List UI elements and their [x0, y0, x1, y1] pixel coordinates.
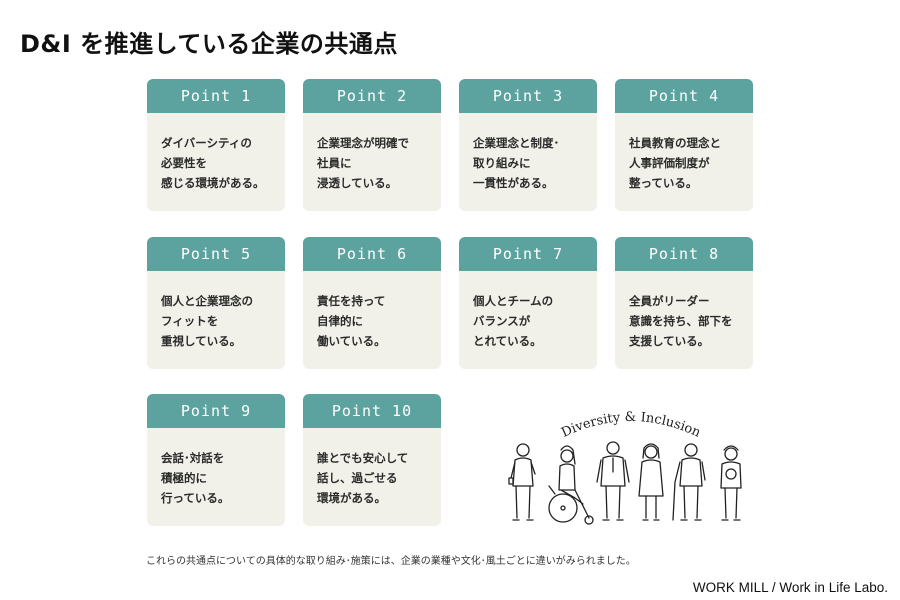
- point-card-label: Point 7: [459, 237, 597, 271]
- person-suit-icon: [596, 441, 630, 521]
- point-card-label: Point 5: [147, 237, 285, 271]
- point-card-7: Point 7 個人とチームの バランスが とれている。: [459, 237, 597, 369]
- point-card-2: Point 2 企業理念が明確で 社員に 浸透している。: [303, 79, 441, 211]
- point-card-text: 個人と企業理念の フィットを 重視している。: [161, 294, 253, 348]
- point-card-text: ダイバーシティの 必要性を 感じる環境がある。: [161, 136, 265, 190]
- person-elderly-cane-icon: [672, 443, 706, 521]
- point-card-text: 社員教育の理念と 人事評価制度が 整っている。: [629, 136, 721, 190]
- person-man-phone-icon: [508, 443, 536, 521]
- person-parent-baby-icon: [720, 445, 742, 521]
- point-card-text: 個人とチームの バランスが とれている。: [473, 294, 554, 348]
- diverse-people-illustration: [508, 441, 742, 525]
- point-card-1: Point 1 ダイバーシティの 必要性を 感じる環境がある。: [147, 79, 285, 211]
- point-card-label: Point 9: [147, 394, 285, 428]
- point-card-label: Point 6: [303, 237, 441, 271]
- person-wheelchair-icon: [548, 445, 594, 525]
- point-card-3: Point 3 企業理念と制度･ 取り組みに 一貫性がある。: [459, 79, 597, 211]
- point-card-label: Point 3: [459, 79, 597, 113]
- point-card-text: 全員がリーダー 意識を持ち、部下を 支援している。: [629, 294, 733, 348]
- point-card-text: 企業理念と制度･ 取り組みに 一貫性がある。: [473, 136, 560, 190]
- credit: WORK MILL / Work in Life Labo.: [692, 580, 888, 595]
- person-woman-icon: [638, 443, 664, 521]
- point-card-text: 責任を持って 自律的に 働いている。: [317, 294, 386, 348]
- point-card-label: Point 10: [303, 394, 441, 428]
- point-card-text: 企業理念が明確で 社員に 浸透している。: [317, 136, 409, 190]
- point-card-text: 誰とでも安心して 話し、過ごせる 環境がある。: [317, 451, 409, 505]
- point-card-9: Point 9 会話･対話を 積極的に 行っている。: [147, 394, 285, 526]
- page-title: D&I を推進している企業の共通点: [20, 30, 398, 58]
- point-card-label: Point 1: [147, 79, 285, 113]
- point-card-5: Point 5 個人と企業理念の フィットを 重視している。: [147, 237, 285, 369]
- illustration-title: Diversity & Inclusion: [559, 410, 703, 441]
- point-card-6: Point 6 責任を持って 自律的に 働いている。: [303, 237, 441, 369]
- point-card-8: Point 8 全員がリーダー 意識を持ち、部下を 支援している。: [615, 237, 753, 369]
- svg-text:Diversity & Inclusion: Diversity & Inclusion: [559, 410, 703, 441]
- point-card-label: Point 2: [303, 79, 441, 113]
- point-card-10: Point 10 誰とでも安心して 話し、過ごせる 環境がある。: [303, 394, 441, 526]
- footnote: これらの共通点についての具体的な取り組み･施策には、企業の業種や文化･風土ごとに…: [146, 556, 636, 567]
- point-card-label: Point 4: [615, 79, 753, 113]
- point-card-label: Point 8: [615, 237, 753, 271]
- point-card-text: 会話･対話を 積極的に 行っている。: [161, 451, 230, 505]
- point-card-4: Point 4 社員教育の理念と 人事評価制度が 整っている。: [615, 79, 753, 211]
